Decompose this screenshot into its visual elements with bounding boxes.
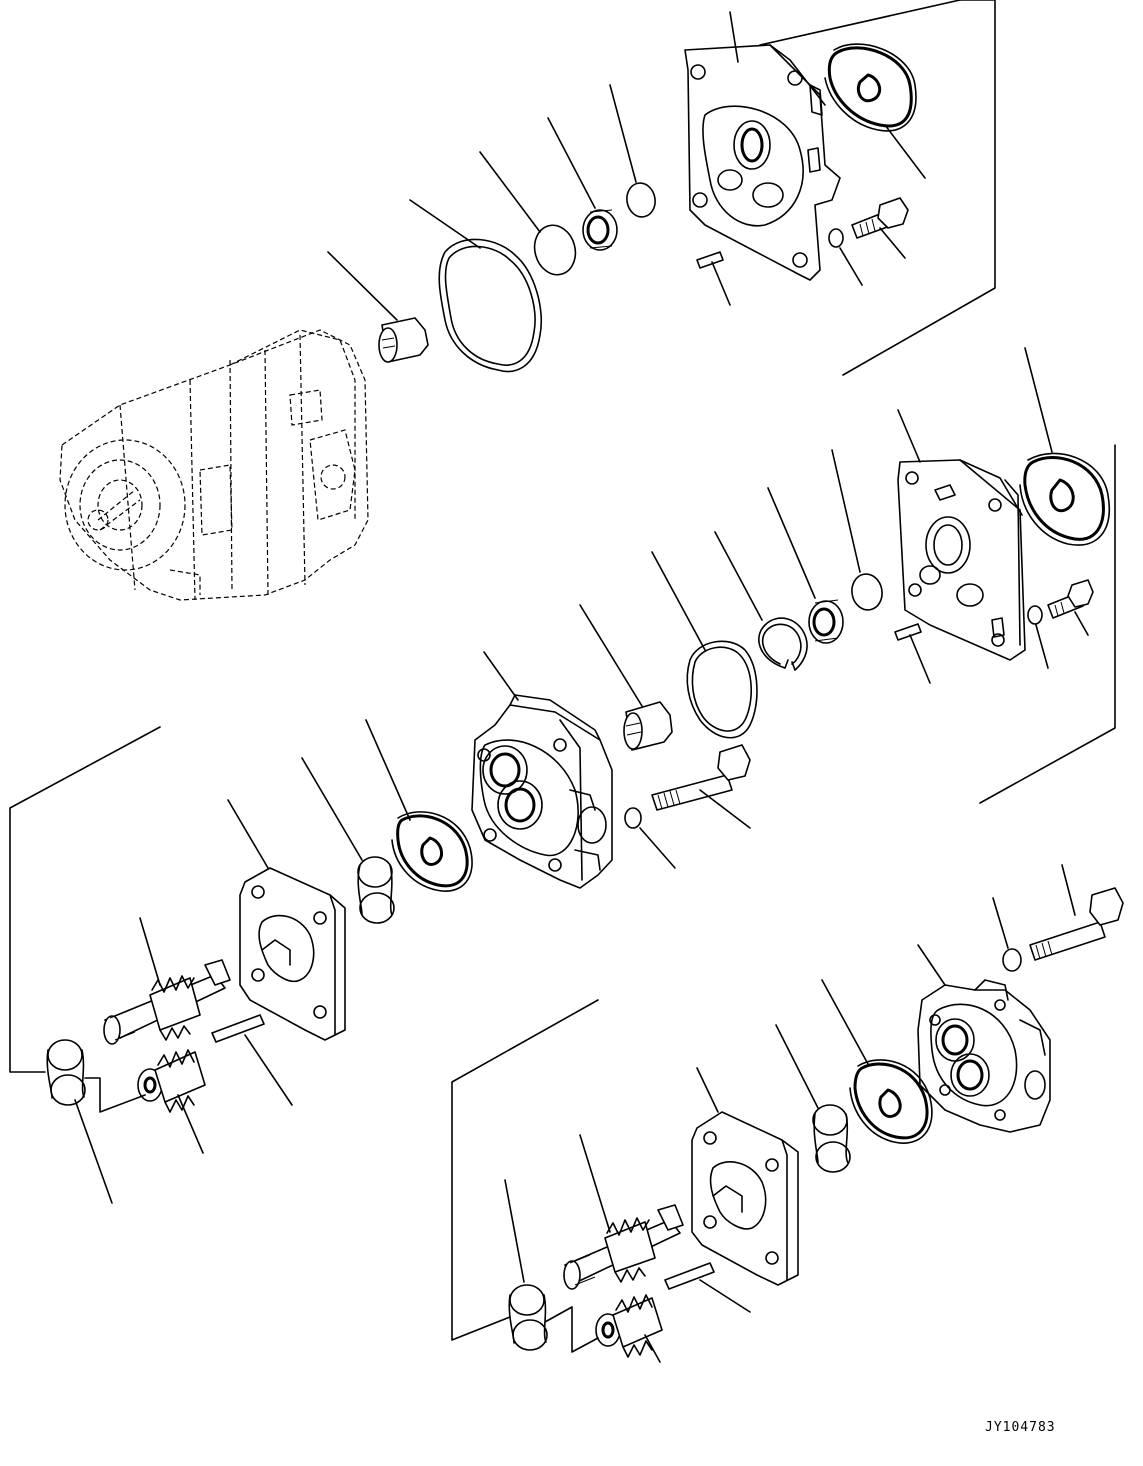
wear-plate-left bbox=[46, 1039, 113, 1204]
seal-gasket-mid-left bbox=[365, 719, 473, 892]
drive-gear-shaft-left bbox=[103, 917, 231, 1045]
bolt-mid bbox=[1047, 579, 1094, 636]
o-ring-mid bbox=[651, 551, 758, 739]
small-washer-top bbox=[828, 228, 863, 286]
bracket-line-left-gear bbox=[84, 1077, 146, 1113]
retaining-ring-mid bbox=[714, 531, 808, 671]
pump-assembly-ghost bbox=[59, 329, 369, 601]
long-bolt-bottom bbox=[1029, 864, 1124, 961]
wear-plate-seal-bottom bbox=[775, 1024, 851, 1173]
long-bolt-mid bbox=[651, 744, 751, 829]
small-washer-mid bbox=[1027, 605, 1049, 669]
seal-gasket-bottom bbox=[821, 979, 933, 1144]
oil-seal-mid bbox=[767, 487, 844, 644]
pin-mid bbox=[894, 623, 931, 684]
seal-gasket-top bbox=[824, 43, 926, 179]
needle-bearing-mid bbox=[579, 604, 673, 751]
bracket-line-mid-left bbox=[9, 726, 161, 1073]
drawing-code-label: JY104783 bbox=[985, 1420, 1056, 1435]
bracket-line-mid-right bbox=[979, 444, 1116, 804]
bolt-top bbox=[851, 197, 909, 259]
wear-plate-seal-mid bbox=[301, 757, 395, 924]
washer-small-mid bbox=[624, 807, 676, 869]
needle-bearing-top bbox=[327, 251, 429, 363]
driven-gear-bottom bbox=[595, 1294, 663, 1363]
drive-gear-shaft-bottom bbox=[563, 1134, 684, 1290]
washer-top bbox=[479, 151, 577, 276]
front-cover-plate bbox=[684, 0, 961, 281]
snap-ring-mid bbox=[831, 449, 883, 611]
bracket-line-bottom-gear bbox=[544, 1306, 599, 1353]
wear-plate-bottom bbox=[504, 1179, 548, 1351]
seal-gasket-mid bbox=[1019, 347, 1110, 546]
washer-small-bottom bbox=[992, 897, 1022, 972]
pin-top bbox=[696, 251, 731, 306]
rear-cover-plate-mid bbox=[897, 409, 1026, 661]
side-plate-bottom bbox=[691, 1067, 799, 1286]
pin-left bbox=[211, 1014, 293, 1106]
bracket-line-bottom-left bbox=[451, 999, 599, 1341]
snap-ring-top bbox=[609, 84, 656, 218]
pin-bottom bbox=[664, 1262, 751, 1313]
bracket-line-top bbox=[842, 0, 996, 376]
gear-housing-mid bbox=[471, 651, 613, 889]
side-plate-left bbox=[227, 799, 346, 1041]
gear-housing-bottom bbox=[917, 944, 1051, 1133]
oil-seal-top bbox=[547, 117, 618, 251]
driven-gear-left bbox=[137, 1049, 206, 1154]
o-ring-top-large bbox=[409, 199, 543, 373]
